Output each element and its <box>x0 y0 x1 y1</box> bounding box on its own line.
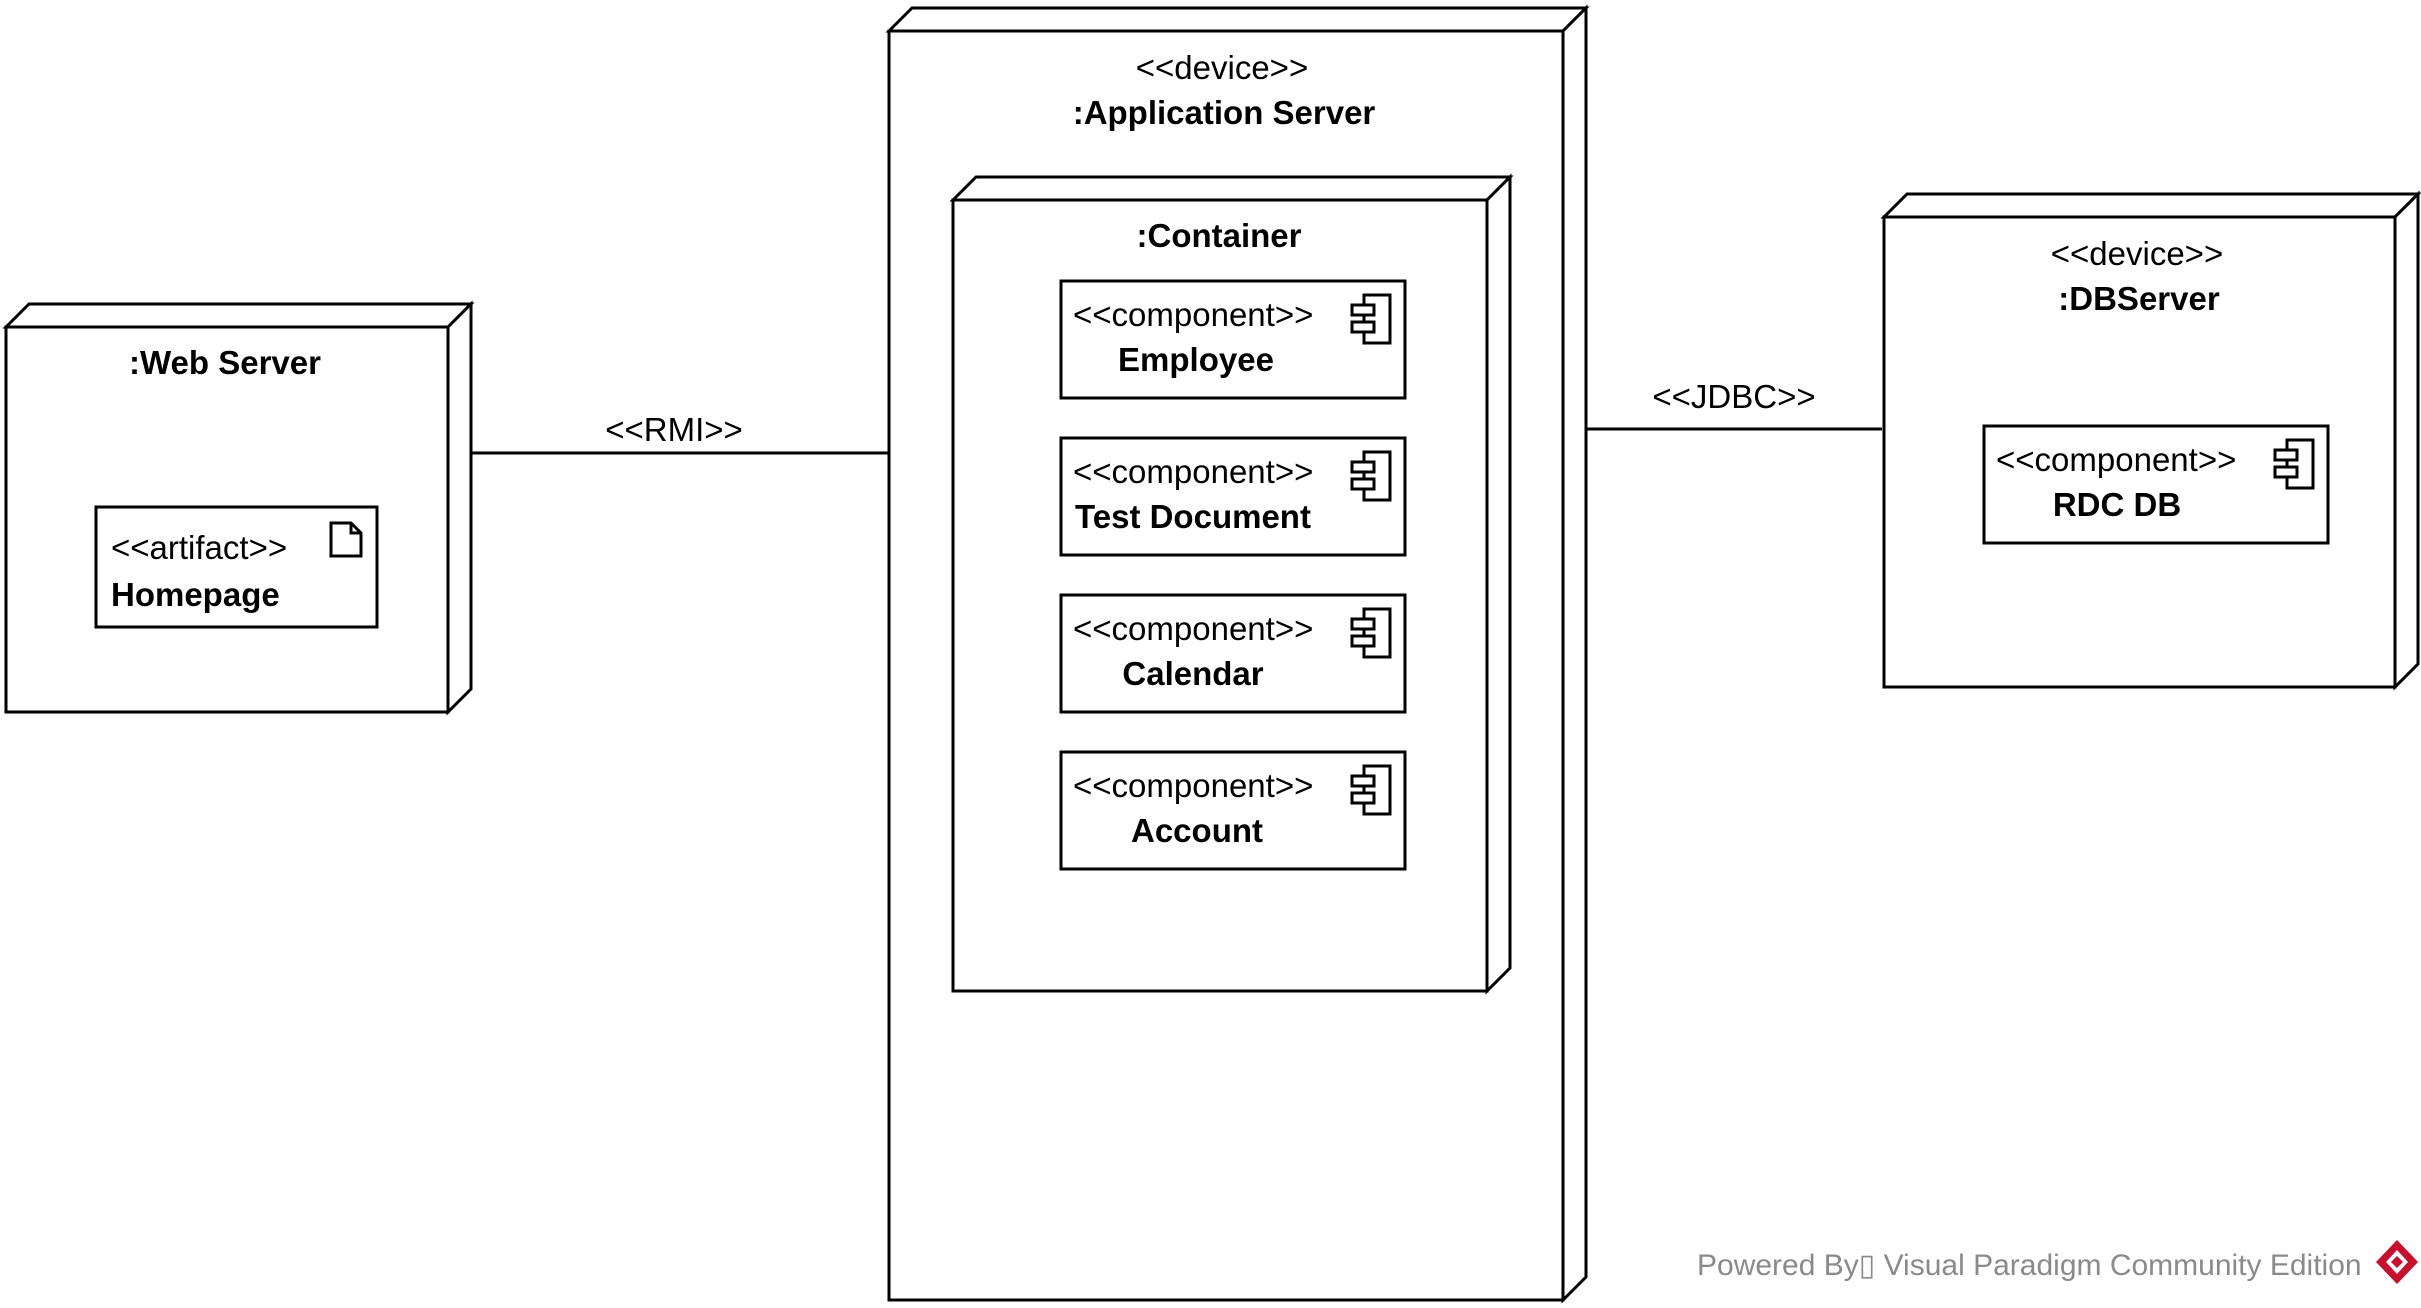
container-name: :Container <box>1137 217 1302 254</box>
component-name: Calendar <box>1122 655 1263 692</box>
component-name: Test Document <box>1075 498 1311 535</box>
web-server-node[interactable]: :Web Server <<artifact>> Homepage <box>2 300 475 716</box>
watermark: Powered By▯ Visual Paradigm Community Ed… <box>1697 1240 2418 1284</box>
db-server-name: :DBServer <box>2058 280 2220 317</box>
visual-paradigm-logo-icon <box>2376 1240 2418 1284</box>
test-document-component[interactable]: <<component>> Test Document <box>1059 436 1407 557</box>
component-icon <box>1350 293 1392 345</box>
container-node[interactable]: :Container <<component>> Employee <<comp… <box>949 173 1514 995</box>
rdc-db-component[interactable]: <<component>> RDC DB <box>1982 424 2330 545</box>
account-component[interactable]: <<component>> Account <box>1059 750 1407 871</box>
component-stereotype: <<component>> <box>1073 767 1313 804</box>
jdbc-label: <<JDBC>> <box>1652 378 1815 415</box>
db-server-node[interactable]: <<device>> :DBServer <<component>> RDC D… <box>1880 190 2421 691</box>
component-stereotype: <<component>> <box>1073 453 1313 490</box>
app-server-stereotype: <<device>> <box>1136 49 1308 86</box>
artifact-stereotype: <<artifact>> <box>111 529 287 566</box>
component-icon <box>1350 764 1392 816</box>
app-server-name: :Application Server <box>1073 94 1376 131</box>
component-icon <box>2273 438 2315 490</box>
web-server-name: :Web Server <box>129 344 321 381</box>
rmi-connection[interactable]: <<RMI>> <box>472 411 888 455</box>
component-name: Employee <box>1118 341 1274 378</box>
component-stereotype: <<component>> <box>1073 296 1313 333</box>
component-stereotype: <<component>> <box>1073 610 1313 647</box>
employee-component[interactable]: <<component>> Employee <box>1059 279 1407 400</box>
component-icon <box>1350 450 1392 502</box>
calendar-component[interactable]: <<component>> Calendar <box>1059 593 1407 714</box>
homepage-artifact[interactable]: <<artifact>> Homepage <box>94 505 379 629</box>
artifact-document-icon <box>329 521 363 558</box>
db-server-stereotype: <<device>> <box>2051 235 2223 272</box>
component-name: RDC DB <box>2053 486 2181 523</box>
application-server-node[interactable]: <<device>> :Application Server :Containe… <box>885 4 1590 1304</box>
component-name: Account <box>1131 812 1263 849</box>
jdbc-connection[interactable]: <<JDBC>> <box>1586 378 1882 431</box>
watermark-text: Powered By▯ Visual Paradigm Community Ed… <box>1697 1249 2362 1282</box>
rmi-label: <<RMI>> <box>605 411 743 448</box>
component-icon <box>1350 607 1392 659</box>
component-stereotype: <<component>> <box>1996 441 2236 478</box>
artifact-name: Homepage <box>111 576 280 613</box>
